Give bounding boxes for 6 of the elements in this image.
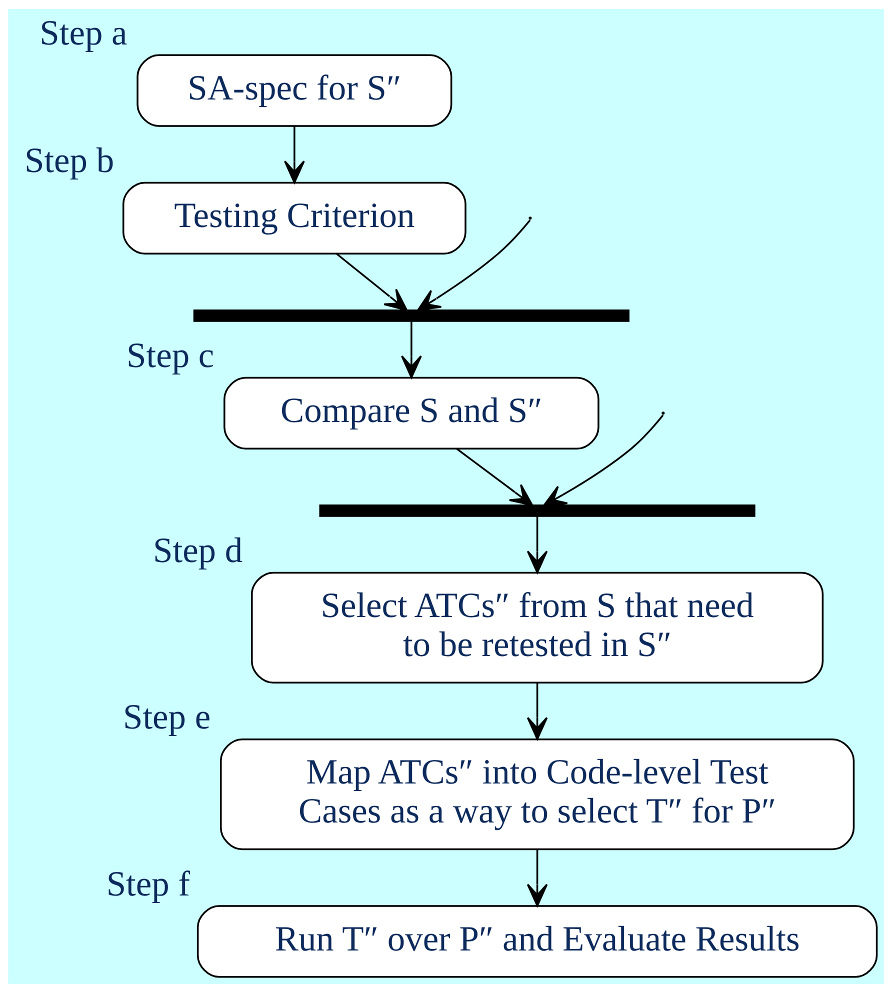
node-label: Step b	[24, 140, 114, 180]
node-label: Step e	[123, 696, 211, 736]
node-label: Step f	[106, 862, 190, 903]
node-label: Step c	[126, 334, 214, 375]
node-label: Step a	[40, 12, 128, 52]
node-label: Step d	[153, 530, 243, 570]
